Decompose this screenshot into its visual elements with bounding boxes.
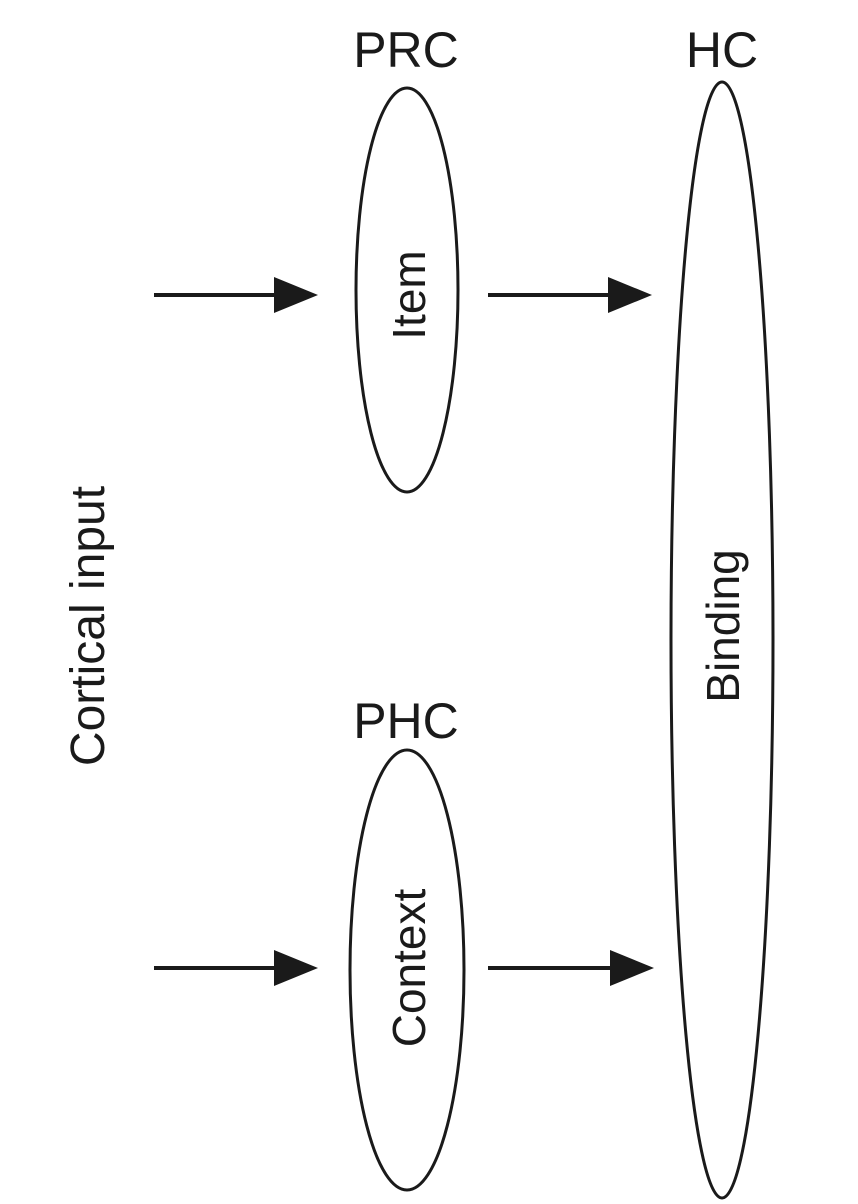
prc-ellipse	[354, 86, 460, 494]
prc-item-label: Item	[383, 250, 435, 339]
prc-title: PRC	[353, 22, 459, 78]
arrow-prc-to-hc	[488, 277, 652, 313]
phc-context-label: Context	[383, 889, 435, 1048]
hc-binding-label: Binding	[697, 549, 749, 702]
arrow-phc-to-hc	[488, 950, 654, 986]
phc-title: PHC	[353, 693, 459, 749]
arrow-input-to-phc	[154, 950, 318, 986]
hc-title: HC	[686, 22, 758, 78]
cortical-input-label: Cortical input	[62, 486, 115, 766]
hc-ellipse	[669, 80, 775, 1200]
phc-ellipse	[348, 748, 466, 1192]
arrow-input-to-prc	[154, 277, 318, 313]
